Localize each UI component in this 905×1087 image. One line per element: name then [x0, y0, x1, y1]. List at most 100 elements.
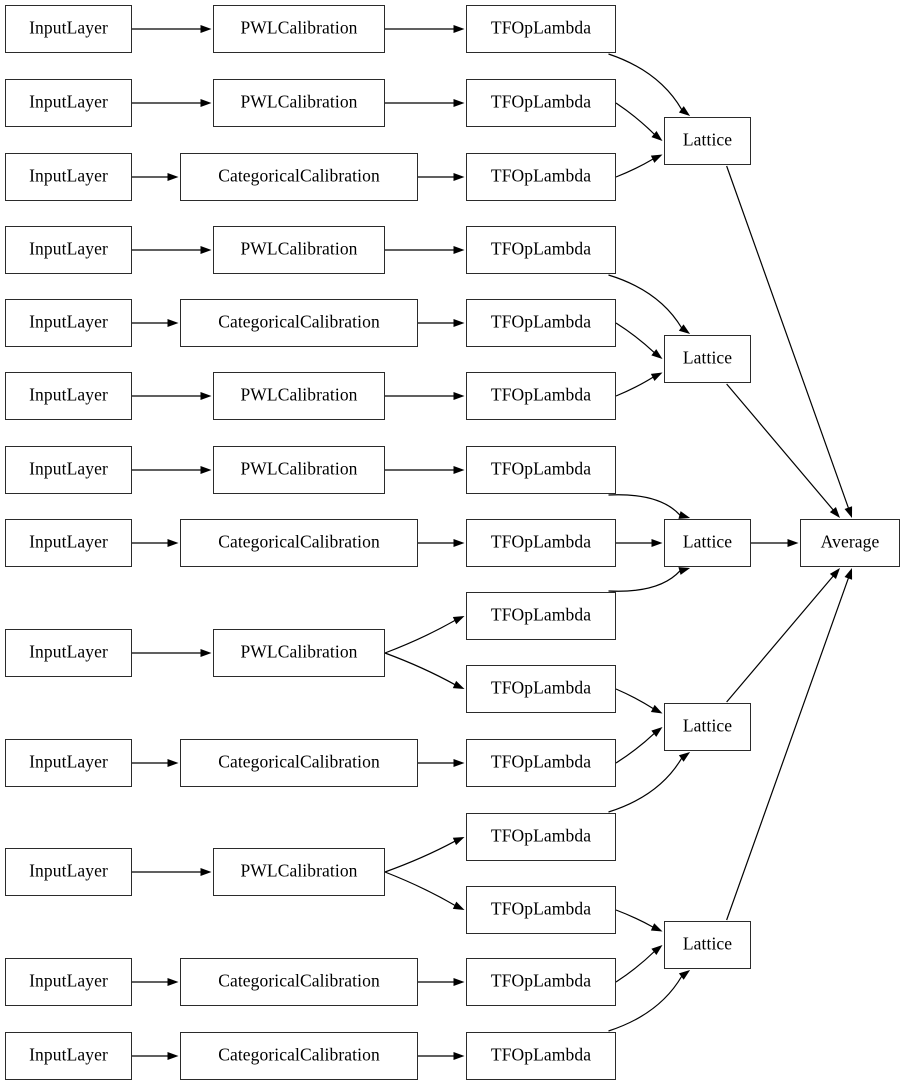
- node-categorical-calibration[interactable]: CategoricalCalibration: [180, 519, 418, 567]
- node-tfop-lambda[interactable]: TFOpLambda: [466, 226, 616, 274]
- node-input-layer[interactable]: InputLayer: [5, 848, 132, 896]
- node-label: PWLCalibration: [240, 384, 358, 405]
- node-lattice[interactable]: Lattice: [664, 703, 751, 751]
- node-label: InputLayer: [29, 860, 108, 881]
- edge-arrowhead: [453, 466, 465, 474]
- node-pwlcalibration[interactable]: PWLCalibration: [213, 629, 385, 677]
- node-tfop-lambda[interactable]: TFOpLambda: [466, 958, 616, 1006]
- node-input-layer[interactable]: InputLayer: [5, 519, 132, 567]
- node-tfop-lambda[interactable]: TFOpLambda: [466, 592, 616, 640]
- edge-arrowhead: [452, 616, 465, 625]
- node-label: InputLayer: [29, 17, 108, 38]
- edge-line: [608, 53, 683, 110]
- node-tfop-lambda[interactable]: TFOpLambda: [466, 153, 616, 201]
- edge-line: [608, 494, 681, 516]
- node-label: Lattice: [682, 129, 733, 150]
- node-label: CategoricalCalibration: [218, 751, 380, 772]
- edge-arrowhead: [844, 506, 853, 518]
- edge-arrowhead: [678, 511, 691, 519]
- node-pwlcalibration[interactable]: PWLCalibration: [213, 226, 385, 274]
- edge-arrowhead: [200, 649, 212, 657]
- edge-arrowhead: [650, 704, 663, 714]
- node-categorical-calibration[interactable]: CategoricalCalibration: [180, 739, 418, 787]
- node-categorical-calibration[interactable]: CategoricalCalibration: [180, 958, 418, 1006]
- node-tfop-lambda[interactable]: TFOpLambda: [466, 739, 616, 787]
- node-input-layer[interactable]: InputLayer: [5, 1032, 132, 1080]
- node-input-layer[interactable]: InputLayer: [5, 79, 132, 127]
- edge-arrowhead: [200, 25, 212, 33]
- node-label: InputLayer: [29, 751, 108, 772]
- node-pwlcalibration[interactable]: PWLCalibration: [213, 848, 385, 896]
- node-input-layer[interactable]: InputLayer: [5, 739, 132, 787]
- node-tfop-lambda[interactable]: TFOpLambda: [466, 79, 616, 127]
- node-label: CategoricalCalibration: [218, 165, 380, 186]
- edge-arrowhead: [452, 837, 465, 846]
- node-label: TFOpLambda: [490, 1044, 592, 1065]
- edge-line: [615, 909, 654, 928]
- edge-arrowhead: [167, 173, 179, 181]
- node-label: Lattice: [682, 715, 733, 736]
- node-pwlcalibration[interactable]: PWLCalibration: [213, 446, 385, 494]
- node-label: TFOpLambda: [490, 311, 592, 332]
- node-input-layer[interactable]: InputLayer: [5, 226, 132, 274]
- node-input-layer[interactable]: InputLayer: [5, 5, 132, 53]
- edge-line: [608, 757, 683, 813]
- edge-arrowhead: [167, 978, 179, 986]
- node-lattice[interactable]: Lattice: [664, 921, 751, 969]
- node-label: InputLayer: [29, 91, 108, 112]
- node-tfop-lambda[interactable]: TFOpLambda: [466, 665, 616, 713]
- node-pwlcalibration[interactable]: PWLCalibration: [213, 372, 385, 420]
- node-label: TFOpLambda: [490, 751, 592, 772]
- edge-arrowhead: [452, 680, 465, 689]
- edge-line: [615, 102, 655, 135]
- node-label: TFOpLambda: [490, 825, 592, 846]
- node-label: TFOpLambda: [490, 17, 592, 38]
- node-pwlcalibration[interactable]: PWLCalibration: [213, 79, 385, 127]
- edge-arrowhead: [650, 372, 663, 381]
- node-tfop-lambda[interactable]: TFOpLambda: [466, 299, 616, 347]
- edge-arrowhead: [167, 1052, 179, 1060]
- node-input-layer[interactable]: InputLayer: [5, 446, 132, 494]
- node-tfop-lambda[interactable]: TFOpLambda: [466, 886, 616, 934]
- node-tfop-lambda[interactable]: TFOpLambda: [466, 1032, 616, 1080]
- edge-arrowhead: [453, 1052, 465, 1060]
- node-tfop-lambda[interactable]: TFOpLambda: [466, 372, 616, 420]
- node-lattice[interactable]: Lattice: [664, 335, 751, 383]
- edge-arrowhead: [167, 539, 179, 547]
- edge-arrowhead: [829, 568, 840, 579]
- node-tfop-lambda[interactable]: TFOpLambda: [466, 519, 616, 567]
- node-label: TFOpLambda: [490, 677, 592, 698]
- node-label: CategoricalCalibration: [218, 970, 380, 991]
- node-input-layer[interactable]: InputLayer: [5, 372, 132, 420]
- node-tfop-lambda[interactable]: TFOpLambda: [466, 813, 616, 861]
- node-tfop-lambda[interactable]: TFOpLambda: [466, 5, 616, 53]
- node-input-layer[interactable]: InputLayer: [5, 153, 132, 201]
- edge-arrowhead: [787, 539, 799, 547]
- node-label: PWLCalibration: [240, 17, 358, 38]
- node-tfop-lambda[interactable]: TFOpLambda: [466, 446, 616, 494]
- node-label: TFOpLambda: [490, 604, 592, 625]
- edge-arrowhead: [200, 466, 212, 474]
- node-input-layer[interactable]: InputLayer: [5, 299, 132, 347]
- edge-line: [384, 840, 456, 873]
- node-lattice[interactable]: Lattice: [664, 519, 751, 567]
- node-lattice[interactable]: Lattice: [664, 117, 751, 165]
- node-input-layer[interactable]: InputLayer: [5, 629, 132, 677]
- edge-arrowhead: [678, 752, 691, 762]
- node-label: PWLCalibration: [240, 238, 358, 259]
- edge-arrowhead: [678, 324, 691, 334]
- node-categorical-calibration[interactable]: CategoricalCalibration: [180, 299, 418, 347]
- node-average[interactable]: Average: [800, 519, 900, 567]
- edge-line: [384, 871, 456, 907]
- edge-arrowhead: [678, 567, 691, 575]
- edge-arrowhead: [453, 392, 465, 400]
- node-categorical-calibration[interactable]: CategoricalCalibration: [180, 153, 418, 201]
- node-label: Lattice: [682, 531, 733, 552]
- node-label: TFOpLambda: [490, 165, 592, 186]
- edge-arrowhead: [200, 99, 212, 107]
- node-label: InputLayer: [29, 311, 108, 332]
- node-categorical-calibration[interactable]: CategoricalCalibration: [180, 1032, 418, 1080]
- node-pwlcalibration[interactable]: PWLCalibration: [213, 5, 385, 53]
- edge-line: [615, 158, 654, 178]
- node-input-layer[interactable]: InputLayer: [5, 958, 132, 1006]
